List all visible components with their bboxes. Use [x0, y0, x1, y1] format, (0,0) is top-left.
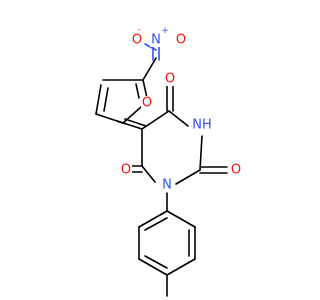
bond-furan-b	[95, 84, 102, 115]
bond-ring-b	[168, 110, 189, 127]
atom-ring-n-label: N	[162, 178, 172, 193]
bond-furan-d	[122, 106, 142, 124]
atom-nitro-n: N +	[150, 26, 169, 48]
atom-nitro-o-double: O	[175, 33, 187, 48]
bond-aryl-d-inner	[144, 255, 168, 269]
atom-c4-o: O	[164, 72, 176, 87]
atom-nitro-o-minus: O -	[131, 25, 143, 48]
bond-n-furan	[142, 57, 157, 81]
atom-c6-o-label: O	[121, 163, 131, 178]
atom-c2-o-label: O	[231, 163, 241, 178]
atom-ring-n: N	[161, 178, 173, 193]
bond-aryl-c	[166, 258, 196, 276]
bond-aryl-f-inner	[144, 217, 168, 231]
bond-methine-ring	[116, 120, 143, 130]
bond-aryl-a	[166, 210, 196, 228]
atom-nitro-o-minus-charge: -	[137, 25, 140, 35]
bond-ring-c	[199, 135, 203, 171]
atom-nitro-o-double-label: O	[176, 33, 186, 48]
atom-nh-label: NH	[192, 118, 212, 133]
atom-c6-o: O	[120, 163, 132, 178]
atom-c2-o: O	[230, 163, 242, 178]
atom-nitro-n-charge: +	[161, 26, 169, 36]
atom-nitro-n-label: N	[151, 33, 161, 48]
bond-furan-b-inner	[103, 87, 109, 112]
bond-ring-e	[141, 165, 156, 183]
bond-aryl-f	[138, 210, 168, 228]
structure-svg: O - N + O O O NH O N O	[95, 25, 242, 297]
molecule-diagram: O - N + O O O NH O N O	[95, 25, 242, 297]
bond-ring-a	[141, 110, 170, 130]
atom-furan-o: O	[141, 96, 153, 111]
atom-furan-o-label: O	[142, 96, 152, 111]
bond-furan-e-inner	[135, 83, 140, 99]
atom-nitro-o-minus-label: O	[132, 33, 142, 48]
atom-c4-o-label: O	[165, 72, 175, 87]
bond-aryl-d	[138, 258, 168, 276]
bond-furan-e	[142, 79, 148, 99]
atom-nh: NH	[191, 118, 213, 133]
bond-ring-d	[175, 169, 201, 185]
bond-methine-ring-inner	[124, 118, 147, 127]
